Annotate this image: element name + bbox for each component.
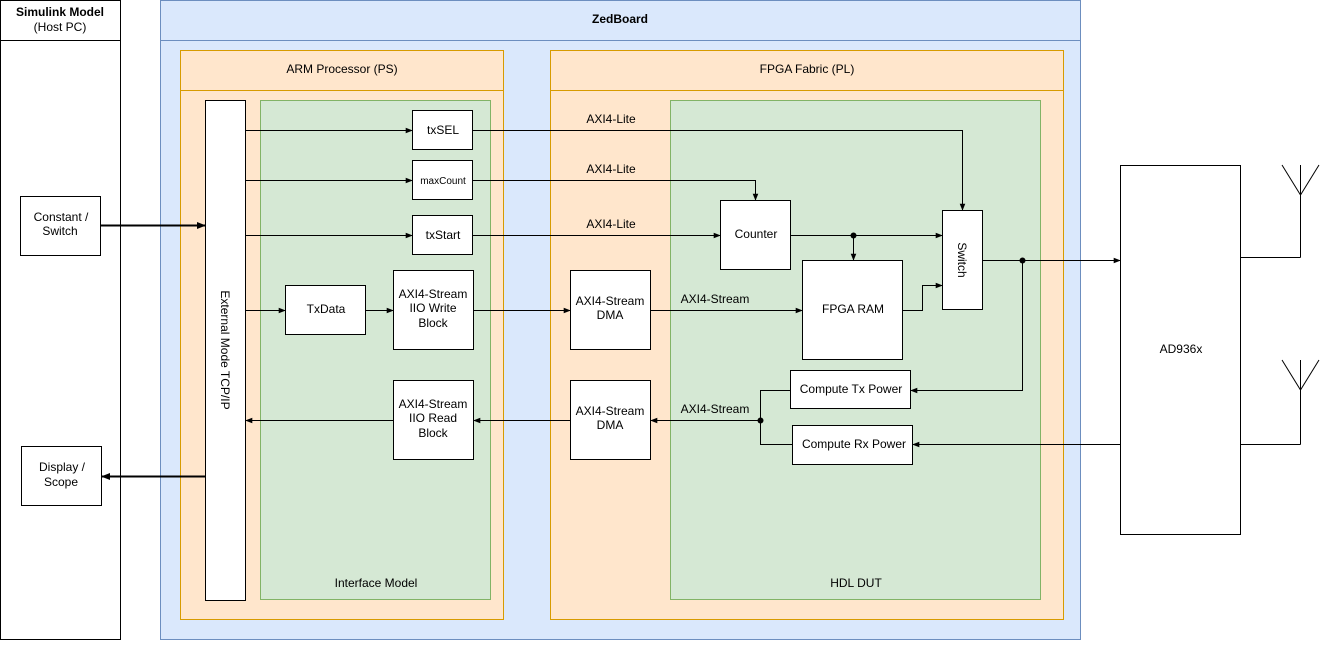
rx-dma-label-2: DMA xyxy=(597,418,624,432)
iio-read-label-3: Block xyxy=(418,426,448,440)
simulink-title: Simulink Model xyxy=(16,5,104,19)
iio-write-label-3: Block xyxy=(418,316,448,330)
fpga-title: FPGA Fabric (PL) xyxy=(760,62,855,76)
compute-rx-power-block: Compute Rx Power xyxy=(792,425,913,465)
axi-lite-label-txsel: AXI4-Lite xyxy=(586,112,636,126)
txstart-label: txStart xyxy=(426,228,461,242)
external-mode-label: External Mode TCP/IP xyxy=(218,290,232,409)
axi-stream-label-tx: AXI4-Stream xyxy=(681,292,750,306)
fpga-ram-block: FPGA RAM xyxy=(802,260,903,360)
switch-block: Switch xyxy=(942,210,983,310)
ad936x-label: AD936x xyxy=(1160,342,1203,356)
counter-block: Counter xyxy=(720,200,791,270)
tx-dma-label-1: AXI4-Stream xyxy=(576,294,645,308)
tx-dma-label-2: DMA xyxy=(597,308,624,322)
switch-label: Switch xyxy=(955,242,969,277)
txsel-label: txSEL xyxy=(427,123,459,137)
iio-write-label-1: AXI4-Stream xyxy=(399,287,468,301)
display-scope-block: Display / Scope xyxy=(21,446,102,506)
iio-read-label-2: IIO Read xyxy=(409,411,457,425)
compute-tx-power-label: Compute Tx Power xyxy=(800,382,903,396)
rx-dma-label-1: AXI4-Stream xyxy=(576,404,645,418)
txdata-label: TxData xyxy=(307,302,346,316)
compute-tx-power-block: Compute Tx Power xyxy=(790,370,911,409)
display-label-1: Display / xyxy=(39,460,86,474)
zedboard-title: ZedBoard xyxy=(592,12,648,26)
tx-antenna-icon xyxy=(1240,164,1320,258)
constant-switch-block: Constant / Switch xyxy=(20,196,101,256)
external-mode-block: External Mode TCP/IP xyxy=(205,100,246,601)
hdl-dut-label: HDL DUT xyxy=(830,576,882,590)
ad936x-block: AD936x xyxy=(1120,165,1241,535)
counter-label: Counter xyxy=(735,227,778,241)
maxcount-label: maxCount xyxy=(420,176,466,187)
txsel-block: txSEL xyxy=(412,110,473,150)
arm-title: ARM Processor (PS) xyxy=(286,62,397,76)
link-labels: AXI4-Lite AXI4-Lite AXI4-Lite AXI4-Strea… xyxy=(586,112,749,416)
simulink-subtitle: (Host PC) xyxy=(34,20,87,34)
constant-label-2: Switch xyxy=(42,224,77,238)
maxcount-block: maxCount xyxy=(412,160,473,200)
txdata-block: TxData xyxy=(285,285,366,335)
axi-lite-label-maxcount: AXI4-Lite xyxy=(586,162,636,176)
axi-lite-label-txstart: AXI4-Lite xyxy=(586,217,636,231)
txstart-block: txStart xyxy=(412,215,473,255)
tx-dma-block: AXI4-Stream DMA xyxy=(570,270,651,350)
rx-antenna-icon xyxy=(1240,359,1320,445)
interface-model-label: Interface Model xyxy=(335,576,418,590)
simulink-model-panel: Simulink Model (Host PC) xyxy=(0,0,121,640)
iio-write-label-2: IIO Write xyxy=(409,301,456,315)
display-label-2: Scope xyxy=(44,475,78,489)
iio-read-label-1: AXI4-Stream xyxy=(399,397,468,411)
connectors xyxy=(101,127,1121,481)
rx-dma-block: AXI4-Stream DMA xyxy=(570,380,651,460)
constant-label-1: Constant / xyxy=(34,210,89,224)
axi-stream-label-rx: AXI4-Stream xyxy=(681,402,750,416)
compute-rx-power-label: Compute Rx Power xyxy=(802,437,906,451)
iio-read-block: AXI4-Stream IIO Read Block xyxy=(393,380,474,460)
fpga-ram-label: FPGA RAM xyxy=(822,302,884,316)
junction-dots xyxy=(757,232,1026,424)
iio-write-block: AXI4-Stream IIO Write Block xyxy=(393,270,474,350)
